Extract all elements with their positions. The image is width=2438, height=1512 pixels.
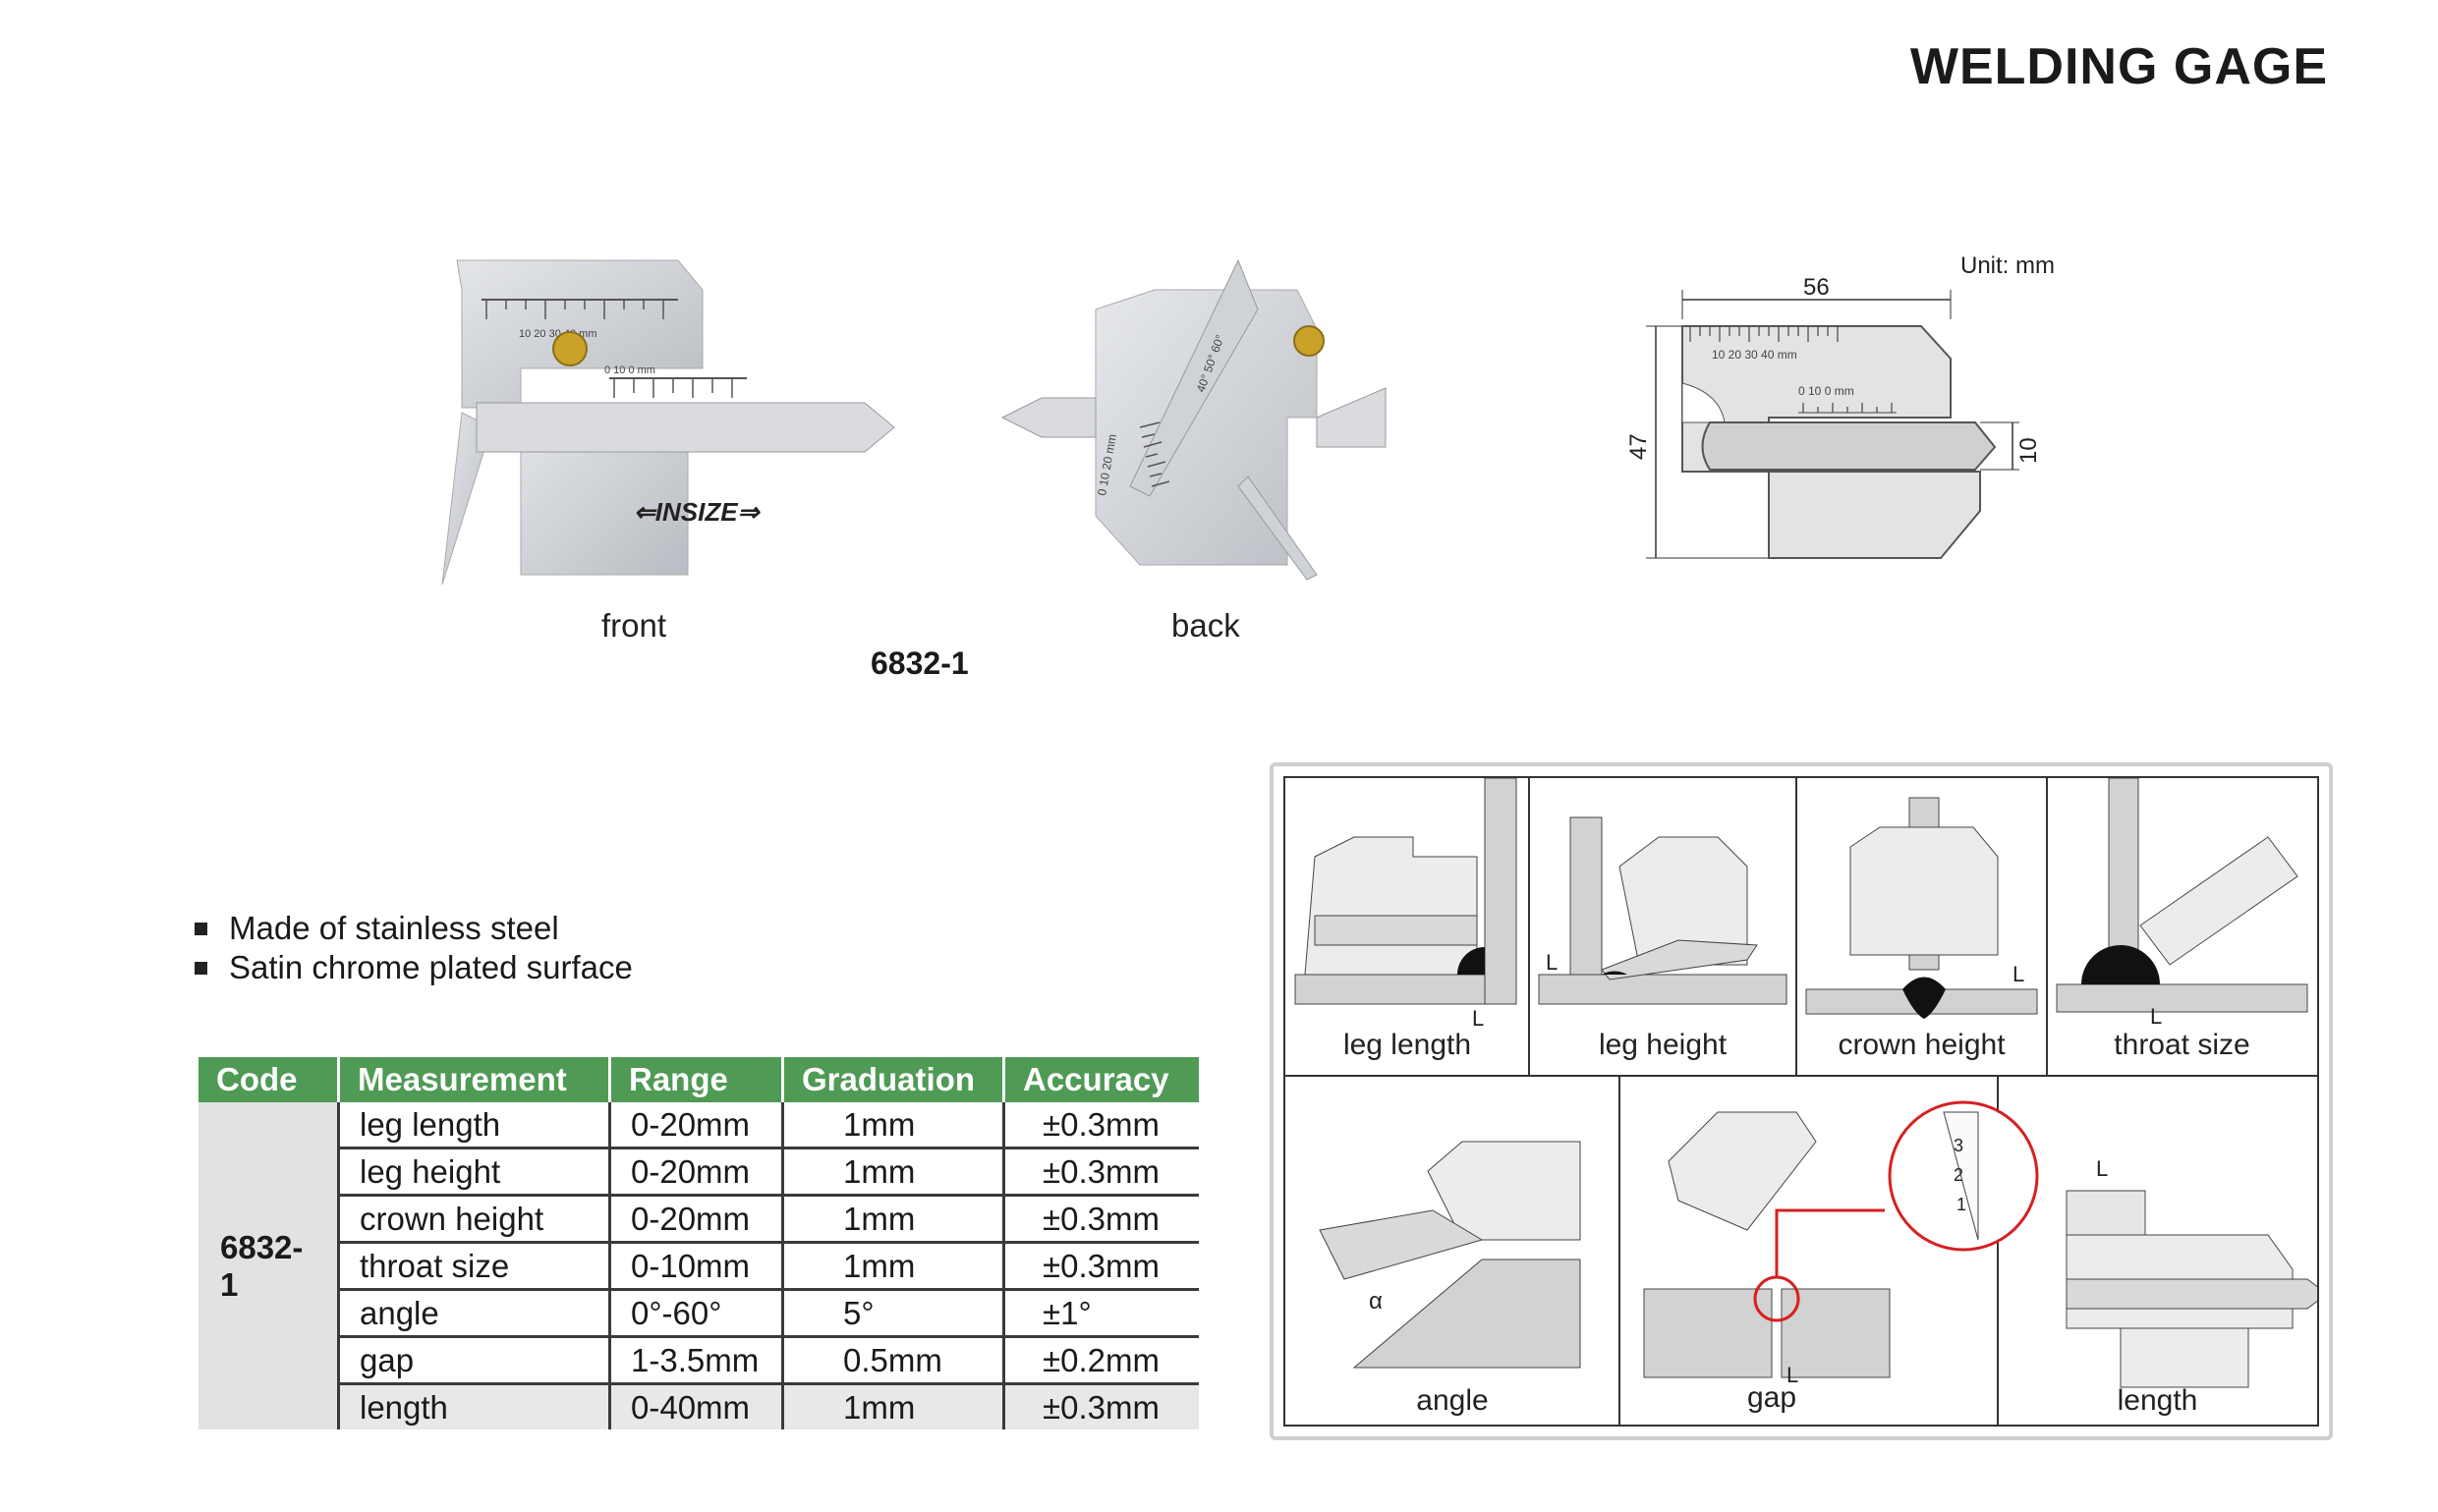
table-row: crown height 0-20mm 1mm ±0.3mm: [198, 1195, 1199, 1244]
front-caption: front: [601, 607, 667, 644]
svg-text:L: L: [2150, 1004, 2162, 1029]
table-header-row: Code Measurement Range Graduation Accura…: [198, 1057, 1199, 1102]
table-row: 6832-1 leg length 0-20mm 1mm ±0.3mm: [198, 1102, 1199, 1429]
svg-text:2: 2: [1954, 1165, 1963, 1185]
table-row: throat size 0-10mm 1mm ±0.3mm: [198, 1242, 1199, 1291]
feature-list: Made of stainless steel Satin chrome pla…: [195, 909, 633, 987]
spec-table: Code Measurement Range Graduation Accura…: [198, 1057, 1199, 1429]
header-measurement: Measurement: [338, 1057, 611, 1102]
svg-text:0 10 0 mm: 0 10 0 mm: [1798, 384, 1854, 398]
svg-text:0 10 0 mm: 0 10 0 mm: [604, 364, 655, 376]
header-code: Code: [198, 1057, 340, 1102]
svg-text:L: L: [1786, 1363, 1798, 1387]
length-diagram: L: [2066, 1156, 2317, 1388]
label-gap: gap: [1746, 1381, 1797, 1414]
angle-diagram: α: [1319, 1141, 1581, 1369]
front-photo: 10 20 30 40 mm 0 10 0 mm ⇐INSIZE⇒: [432, 251, 914, 594]
page-title: WELDING GAGE: [1909, 38, 2328, 95]
leg-height-diagram: L: [1538, 816, 1787, 1005]
header-graduation: Graduation: [782, 1057, 1005, 1102]
label-leg-height: leg height: [1598, 1029, 1728, 1061]
height-dimension: 47: [1625, 433, 1652, 460]
feature-item: Satin chrome plated surface: [195, 948, 633, 987]
unit-label: Unit: mm: [1960, 252, 2055, 279]
table-row: gap 1-3.5mm 0.5mm ±0.2mm: [198, 1336, 1199, 1385]
back-caption: back: [1171, 607, 1240, 644]
table-row: leg height 0-20mm 1mm ±0.3mm: [198, 1148, 1199, 1197]
label-length: length: [2117, 1384, 2198, 1417]
bullet-icon: [195, 961, 207, 975]
feature-item: Made of stainless steel: [195, 909, 633, 948]
insize-logo: ⇐INSIZE⇒: [634, 497, 762, 527]
header-accuracy: Accuracy: [1003, 1057, 1199, 1102]
bullet-icon: [195, 922, 207, 935]
model-number: 6832-1: [871, 645, 969, 681]
svg-text:L: L: [2096, 1156, 2108, 1181]
width-dimension: 56: [1803, 274, 1830, 301]
code-cell: 6832-1: [198, 1102, 340, 1429]
label-leg-length: leg length: [1342, 1029, 1472, 1061]
mark-L: L: [1472, 1006, 1484, 1031]
gap-diagram: 3 2 1 L: [1643, 1100, 2039, 1387]
throat-size-diagram: L: [2056, 778, 2308, 1029]
table-row: length 0-40mm 1mm ±0.3mm: [198, 1383, 1199, 1429]
label-crown-height: crown height: [1838, 1029, 2006, 1061]
mark-alpha: α: [1369, 1288, 1383, 1315]
header-range: Range: [609, 1057, 784, 1102]
svg-text:L: L: [1546, 950, 1558, 975]
svg-text:1: 1: [1956, 1195, 1966, 1214]
slide-dimension: 10: [2015, 437, 2042, 464]
usage-panel: L L L: [1270, 762, 2333, 1440]
table-row: angle 0°-60° 5° ±1°: [198, 1289, 1199, 1338]
crown-height-diagram: L: [1805, 797, 2038, 1019]
label-angle: angle: [1416, 1384, 1489, 1417]
svg-text:3: 3: [1954, 1136, 1963, 1155]
svg-text:10 20 30 40: 10 20 30 40 mm: [1712, 348, 1797, 362]
label-throat-size: throat size: [2114, 1029, 2250, 1061]
usage-grid: L L L: [1283, 776, 2319, 1427]
back-photo: 0 10 20 mm 40° 50° 60°: [992, 251, 1435, 594]
leg-length-diagram: L: [1294, 778, 1517, 1031]
svg-text:L: L: [2013, 962, 2024, 986]
dimension-drawing: Unit: mm 56 47 10 20 30 40 mm 0 10: [1612, 246, 2083, 580]
